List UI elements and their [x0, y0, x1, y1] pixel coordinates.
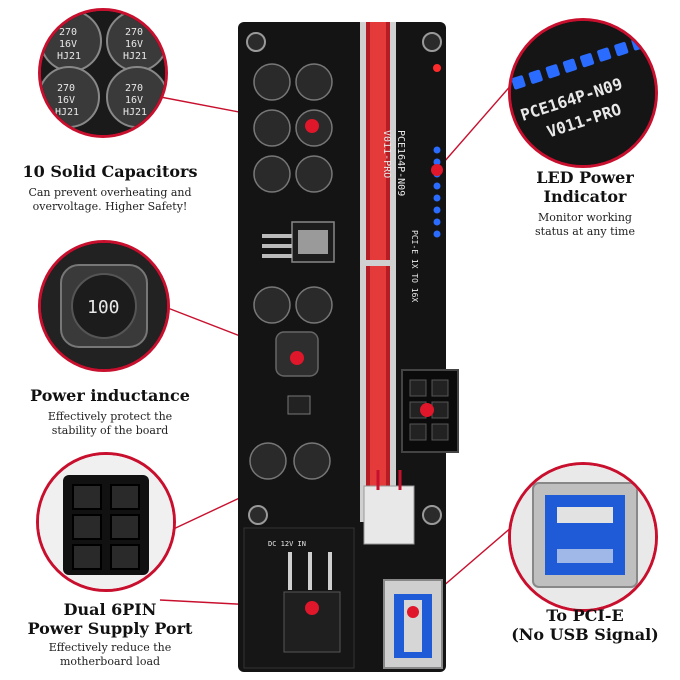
svg-text:270: 270 [125, 83, 143, 94]
callout-led: LED Power Indicator Monitor working stat… [500, 168, 670, 239]
red-dot-inductor [290, 351, 304, 365]
capacitors-title: 10 Solid Capacitors [22, 162, 198, 181]
zoom-led: PCE164P-N09 V011-PRO [508, 18, 658, 168]
led-zoom-art: PCE164P-N09 V011-PRO [511, 21, 655, 165]
callout-pcie: To PCI-E (No USB Signal) [500, 606, 670, 644]
callout-inductance: Power inductance Effectively protect the… [12, 386, 208, 438]
capacitor-group-bottom [249, 442, 331, 480]
led-desc: Monitor working status at any time [535, 211, 635, 238]
capacitors-desc: Can prevent overheating and overvoltage.… [28, 186, 192, 213]
svg-text:16V: 16V [125, 39, 143, 50]
svg-text:16V: 16V [125, 95, 143, 106]
callout-capacitors: 10 Solid Capacitors Can prevent overheat… [12, 162, 208, 214]
inductance-desc: Effectively protect the stability of the… [47, 410, 173, 437]
zoom-inductor: 100 [38, 240, 170, 372]
svg-text:16V: 16V [57, 95, 75, 106]
board-version-text: V011-PRO [381, 130, 392, 178]
six-pin-title: Dual 6PIN Power Supply Port [27, 600, 193, 638]
six-pin-desc: Effectively reduce the motherboard load [48, 641, 172, 668]
board-model-text: PCE164P-N09 [395, 130, 406, 196]
callout-six-pin: Dual 6PIN Power Supply Port Effectively … [12, 600, 208, 669]
svg-text:HJ21: HJ21 [57, 51, 81, 62]
inductor-zoom-art: 100 [41, 243, 167, 369]
usb-zoom-art [511, 465, 655, 609]
mount-hole [246, 32, 266, 52]
red-dot-usb [407, 606, 419, 618]
zoom-usb [508, 462, 658, 612]
red-dot-sixpin [420, 403, 434, 417]
capacitor-group-top [253, 63, 333, 193]
svg-text:270: 270 [59, 27, 77, 38]
zoom-six-pin [36, 452, 176, 592]
red-dot-led [431, 164, 443, 176]
svg-text:HJ21: HJ21 [55, 107, 79, 118]
svg-text:HJ21: HJ21 [123, 51, 147, 62]
inductance-title: Power inductance [30, 386, 190, 405]
six-pin-zoom-art [39, 455, 173, 589]
red-dot-dc [305, 601, 319, 615]
red-dot-capacitor [305, 119, 319, 133]
dc-label: DC 12V IN [268, 540, 306, 548]
white-connector [363, 485, 415, 545]
inductor-code: 100 [87, 297, 120, 318]
capacitors-zoom-art: 270 16V HJ21 270 16V HJ21 270 16V HJ21 2… [41, 11, 165, 135]
mount-hole [422, 505, 442, 525]
mount-hole [422, 32, 442, 52]
mount-hole [248, 505, 268, 525]
dc-jack [283, 591, 341, 653]
zoom-capacitors: 270 16V HJ21 270 16V HJ21 270 16V HJ21 2… [38, 8, 168, 138]
capacitor-group-mid [253, 286, 333, 324]
svg-text:16V: 16V [59, 39, 77, 50]
led-column [433, 146, 441, 238]
board-link-text: PCI-E 1X TO 16X [410, 230, 419, 302]
led-title: LED Power Indicator [536, 168, 634, 206]
power-led-red [433, 64, 441, 72]
ic-chip [287, 395, 311, 415]
svg-text:270: 270 [125, 27, 143, 38]
svg-text:HJ21: HJ21 [123, 107, 147, 118]
svg-text:270: 270 [57, 83, 75, 94]
pcie-title: To PCI-E (No USB Signal) [511, 606, 659, 644]
